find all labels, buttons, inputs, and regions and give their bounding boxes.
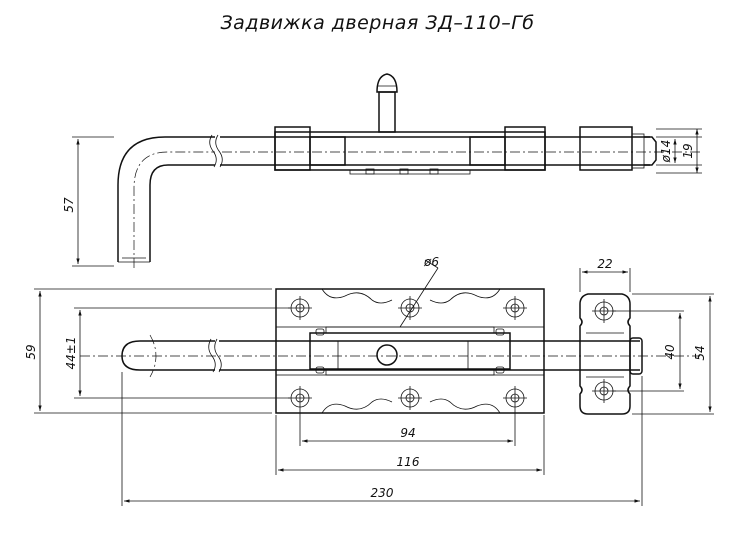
dimension-59: 59 <box>24 288 272 414</box>
screw-holes <box>288 296 616 410</box>
dim-d6-label: ø6 <box>423 255 439 269</box>
dimension-14-19: ø14 19 <box>656 128 702 174</box>
dimension-57: 57 <box>62 136 114 267</box>
dim-40-label: 40 <box>663 344 677 360</box>
dim-116-label: 116 <box>397 455 420 469</box>
dimension-d6: ø6 <box>399 255 439 328</box>
dim-22-label: 22 <box>597 257 612 271</box>
dim-94-label: 94 <box>400 426 415 440</box>
side-view <box>117 73 700 268</box>
dimension-40-54: 40 54 <box>612 293 714 415</box>
dim-54-label: 54 <box>693 345 707 360</box>
dimension-22: 22 <box>579 257 631 292</box>
front-view <box>80 288 700 415</box>
dim-19-label: 19 <box>681 143 695 158</box>
drawing-title: Задвижка дверная ЗД–110–Гб <box>220 12 535 34</box>
dim-44-label: 44±1 <box>64 337 78 370</box>
dimension-230: 230 <box>121 372 643 506</box>
dim-230-label: 230 <box>371 486 394 500</box>
dimension-116: 116 <box>275 415 545 475</box>
dim-57-label: 57 <box>62 197 76 213</box>
dimension-44: 44±1 <box>64 307 290 399</box>
dim-59-label: 59 <box>24 344 38 359</box>
dimension-94: 94 <box>299 410 516 446</box>
dim-14-label: ø14 <box>659 140 673 164</box>
